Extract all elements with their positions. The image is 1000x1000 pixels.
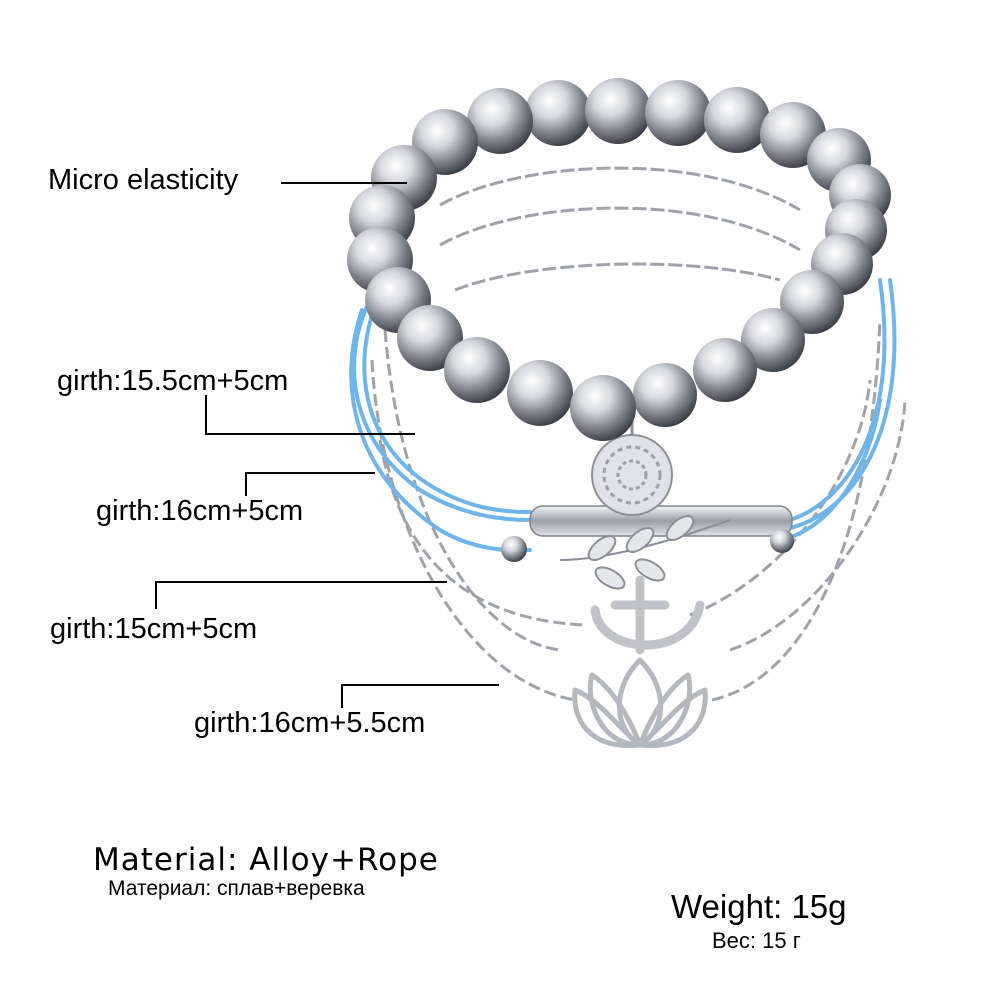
outer-chain: [383, 329, 907, 652]
small-bead-left: [501, 536, 527, 562]
leaf-bracelet-girth-label: girth:16cm+5cm: [96, 495, 304, 527]
callout-line-anchor-girth-h: [155, 581, 447, 583]
weight-label-russian: Вес: 15 г: [712, 928, 801, 953]
material-label: Material: Alloy+Rope: [93, 842, 439, 878]
callout-line-lotus-girth-h: [341, 684, 499, 686]
callout-line-rope-girth-h: [205, 433, 415, 435]
rope-bracelet-girth-label: girth:15.5cm+5cm: [57, 365, 289, 397]
callout-line-leaf-girth-h: [245, 472, 375, 474]
anchor-charm: [590, 575, 705, 655]
tube-bar: [529, 505, 793, 537]
upper-chain-2: [439, 206, 801, 252]
upper-chain-3: [454, 262, 781, 292]
lotus-charm: [572, 657, 708, 749]
callout-line-elasticity: [281, 182, 407, 184]
upper-chain-1: [439, 166, 801, 212]
weight-label: Weight: 15g: [671, 888, 847, 925]
mandala-disc-charm: [591, 434, 673, 516]
micro-elasticity-label: Micro elasticity: [48, 164, 239, 196]
callout-line-anchor-girth-v: [155, 581, 157, 609]
anchor-bracelet-girth-label: girth:15cm+5cm: [50, 613, 258, 645]
leaf-charm: [559, 515, 731, 590]
material-label-russian: Материал: сплав+веревка: [108, 877, 365, 900]
callout-line-leaf-girth-v: [245, 472, 247, 496]
callout-line-lotus-girth-v: [341, 684, 343, 708]
rope-bracelet: [349, 278, 897, 553]
small-bead-right: [770, 529, 794, 553]
lotus-bracelet-girth-label: girth:16cm+5.5cm: [194, 707, 426, 739]
callout-line-rope-girth-v: [205, 395, 207, 434]
beaded-bracelet: [347, 78, 891, 441]
